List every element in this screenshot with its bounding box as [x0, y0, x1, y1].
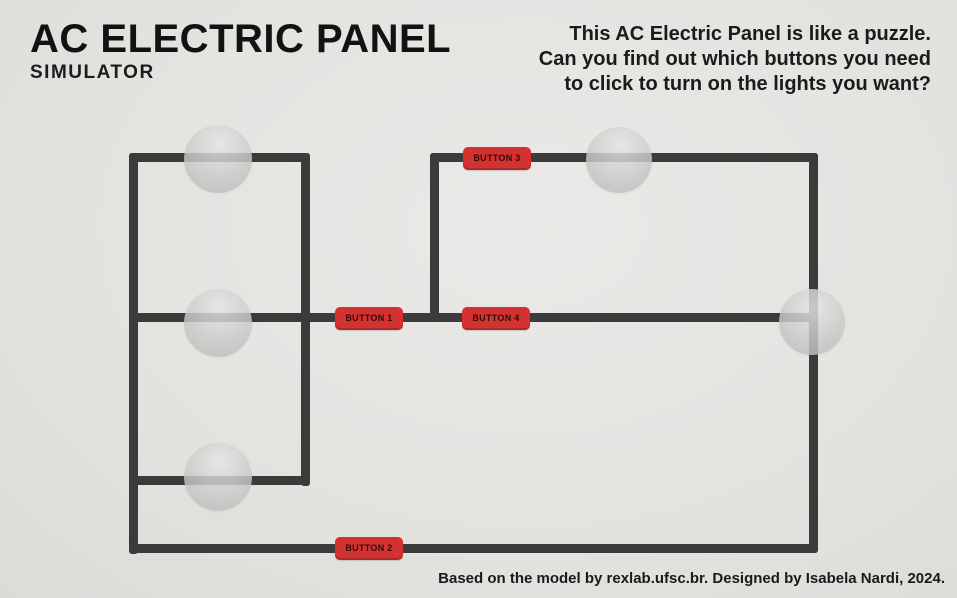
page-subtitle: SIMULATOR	[30, 62, 155, 83]
button-4[interactable]: BUTTON 4	[462, 306, 530, 330]
page-title: AC ELECTRIC PANEL	[30, 17, 452, 61]
instructions: This AC Electric Panel is like a puzzle.…	[539, 22, 931, 97]
lamp-5	[779, 289, 845, 355]
lamp-2	[184, 289, 252, 357]
left-rail-wire	[129, 153, 138, 554]
credit-text: Based on the model by rexlab.ufsc.br. De…	[438, 570, 945, 587]
instructions-line-1: This AC Electric Panel is like a puzzle.	[569, 23, 931, 45]
bottom-wire	[129, 544, 818, 553]
button-1[interactable]: BUTTON 1	[335, 306, 403, 330]
lamp-1	[184, 125, 252, 193]
button-3[interactable]: BUTTON 3	[463, 146, 531, 170]
branch-rail-wire	[430, 153, 439, 322]
instructions-line-3: to click to turn on the lights you want?	[564, 73, 931, 95]
instructions-line-2: Can you find out which buttons you need	[538, 48, 931, 70]
lamp-4	[586, 127, 652, 193]
button-2[interactable]: BUTTON 2	[335, 536, 403, 560]
header: AC ELECTRIC PANEL SIMULATOR	[30, 18, 451, 84]
lamp-3	[184, 443, 252, 511]
